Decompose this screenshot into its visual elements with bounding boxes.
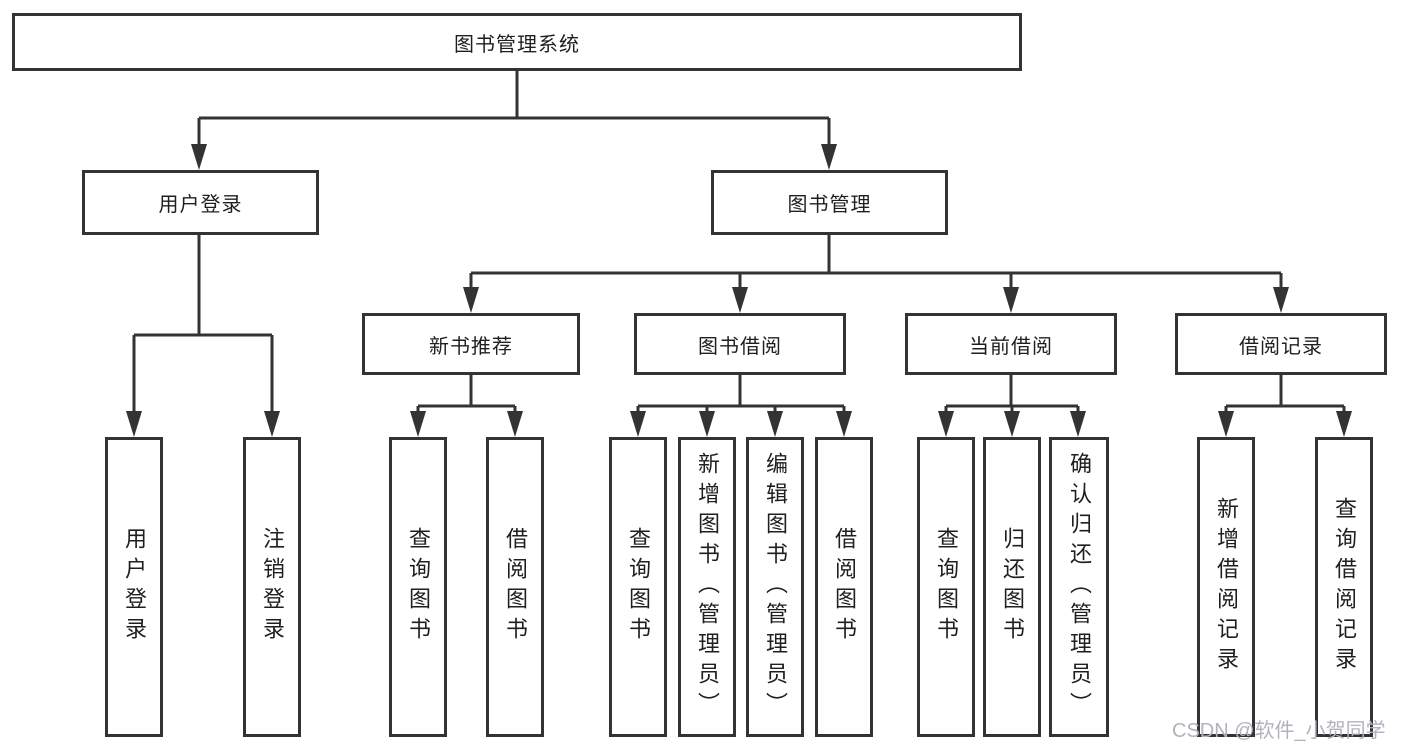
leaf-current-query-books-label: 查询图书 <box>934 527 959 647</box>
leaf-recommend-borrow-books: 借阅图书 <box>486 437 544 737</box>
node-user-login: 用户登录 <box>82 170 319 235</box>
leaf-user-login-label: 用户登录 <box>122 527 147 647</box>
leaf-records-query-record: 查询借阅记录 <box>1315 437 1373 737</box>
leaf-borrow-edit-books-admin: 编辑图书（管理员） <box>746 437 804 737</box>
node-book-management: 图书管理 <box>711 170 948 235</box>
leaf-logout: 注销登录 <box>243 437 301 737</box>
leaf-records-query-record-label: 查询借阅记录 <box>1332 497 1357 677</box>
node-current-borrow-label: 当前借阅 <box>969 335 1053 358</box>
leaf-borrow-query-books-label: 查询图书 <box>626 527 651 647</box>
leaf-current-confirm-return-admin: 确认归还（管理员） <box>1049 437 1109 737</box>
leaf-borrow-borrow-books: 借阅图书 <box>815 437 873 737</box>
leaf-borrow-query-books: 查询图书 <box>609 437 667 737</box>
connector-stems <box>132 70 1346 413</box>
node-borrow-records-label: 借阅记录 <box>1239 335 1323 358</box>
leaf-current-return-books: 归还图书 <box>983 437 1041 737</box>
leaf-records-add-record: 新增借阅记录 <box>1197 437 1255 737</box>
node-user-login-label: 用户登录 <box>158 194 243 216</box>
node-library-system: 图书管理系统 <box>12 13 1022 71</box>
node-current-borrow: 当前借阅 <box>905 313 1117 375</box>
node-borrow-records: 借阅记录 <box>1175 313 1387 375</box>
leaf-records-add-record-label: 新增借阅记录 <box>1214 497 1239 677</box>
node-new-book-recommend-label: 新书推荐 <box>429 335 513 358</box>
leaf-current-query-books: 查询图书 <box>917 437 975 737</box>
node-book-borrow-label: 图书借阅 <box>698 335 782 358</box>
leaf-borrow-borrow-books-label: 借阅图书 <box>832 527 857 647</box>
leaf-borrow-edit-books-admin-label: 编辑图书（管理员） <box>763 452 788 722</box>
leaf-user-login: 用户登录 <box>105 437 163 737</box>
leaf-logout-label: 注销登录 <box>260 527 285 647</box>
leaf-current-confirm-return-admin-label: 确认归还（管理员） <box>1067 452 1092 722</box>
node-library-system-label: 图书管理系统 <box>454 33 580 56</box>
csdn-watermark: CSDN @软件_小贺同学 <box>1172 720 1386 742</box>
leaf-borrow-add-books-admin-label: 新增图书（管理员） <box>695 452 720 722</box>
node-book-borrow: 图书借阅 <box>634 313 846 375</box>
arrowheads <box>126 144 1352 437</box>
leaf-recommend-query-books-label: 查询图书 <box>406 527 431 647</box>
node-book-management-label: 图书管理 <box>787 194 872 216</box>
leaf-recommend-query-books: 查询图书 <box>389 437 447 737</box>
leaf-borrow-add-books-admin: 新增图书（管理员） <box>678 437 736 737</box>
leaf-recommend-borrow-books-label: 借阅图书 <box>503 527 528 647</box>
leaf-current-return-books-label: 归还图书 <box>1000 527 1025 647</box>
node-new-book-recommend: 新书推荐 <box>362 313 580 375</box>
